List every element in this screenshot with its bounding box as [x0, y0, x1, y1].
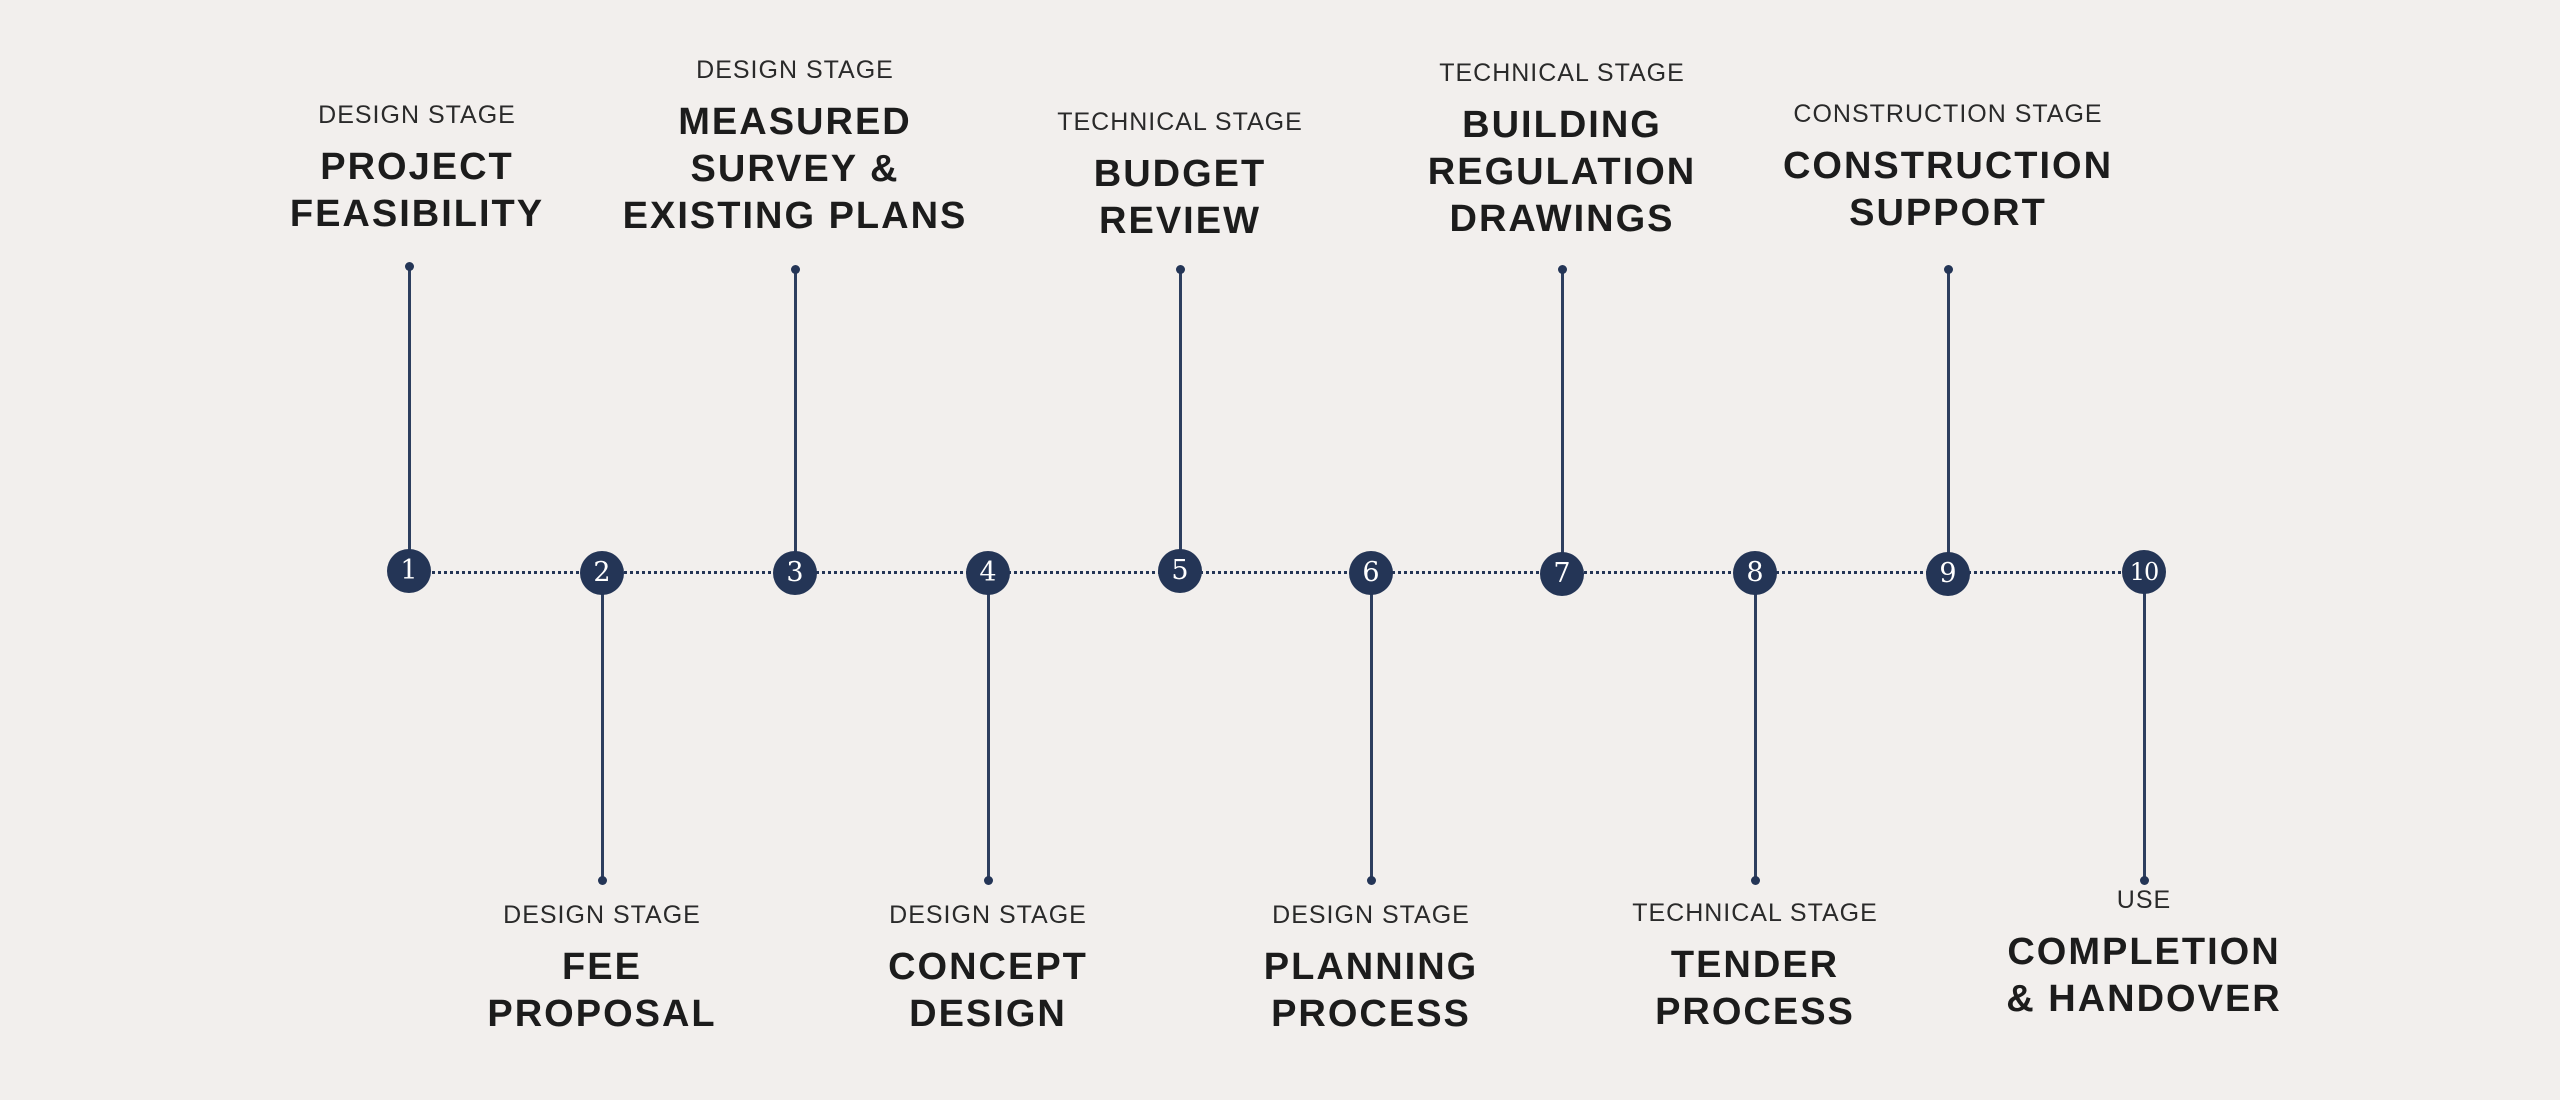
- stage-9-connector-dot: [1943, 264, 1953, 274]
- stage-5-category: TECHNICAL STAGE: [1057, 108, 1303, 136]
- stage-6-title: PLANNING PROCESS: [1263, 946, 1479, 1035]
- stage-4-label: DESIGN STAGE CONCEPT DESIGN: [788, 900, 1188, 1038]
- stage-8-label: TECHNICAL STAGE TENDER PROCESS: [1555, 898, 1955, 1036]
- stage-8-title: TENDER PROCESS: [1655, 944, 1855, 1033]
- stage-5-connector: [1178, 269, 1182, 571]
- stage-10-label: USE COMPLETION & HANDOVER: [1944, 885, 2344, 1023]
- stage-2-connector: [600, 573, 604, 880]
- stage-3-title: MEASURED SURVEY & EXISTING PLANS: [622, 101, 968, 237]
- stage-5-title: BUDGET REVIEW: [1093, 153, 1267, 242]
- timeline-dotted-line: [409, 571, 2145, 574]
- stage-6-category: DESIGN STAGE: [1272, 901, 1470, 929]
- stage-1-number-badge: 1: [387, 549, 431, 593]
- stage-7-connector: [1560, 269, 1564, 574]
- stage-7-connector-dot: [1557, 264, 1567, 274]
- stage-2-label: DESIGN STAGE FEE PROPOSAL: [402, 900, 802, 1038]
- stage-6-connector-dot: [1366, 875, 1376, 885]
- stage-2-number-badge: 2: [580, 551, 624, 595]
- stage-8-connector: [1753, 573, 1757, 880]
- stage-7-title: BUILDING REGULATION DRAWINGS: [1427, 104, 1697, 240]
- stage-2-connector-dot: [597, 875, 607, 885]
- stage-7-number-badge: 7: [1540, 552, 1584, 596]
- stage-8-number-badge: 8: [1733, 551, 1777, 595]
- stage-10-category: USE: [2116, 886, 2172, 914]
- stage-6-connector: [1369, 573, 1373, 880]
- stage-10-number-badge: 10: [2122, 550, 2166, 594]
- stage-7-category: TECHNICAL STAGE: [1439, 59, 1685, 87]
- stage-2-category: DESIGN STAGE: [503, 901, 701, 929]
- stage-9-category: CONSTRUCTION STAGE: [1793, 100, 2103, 128]
- stage-8-category: TECHNICAL STAGE: [1632, 899, 1878, 927]
- stage-8-connector-dot: [1750, 875, 1760, 885]
- stage-5-number-badge: 5: [1158, 549, 1202, 593]
- stage-4-category: DESIGN STAGE: [889, 901, 1087, 929]
- stage-3-category: DESIGN STAGE: [696, 56, 894, 84]
- stage-3-connector-dot: [790, 264, 800, 274]
- stage-4-connector: [986, 573, 990, 880]
- stage-1-connector-dot: [404, 261, 414, 271]
- stage-3-number-badge: 3: [773, 551, 817, 595]
- stage-5-label: TECHNICAL STAGE BUDGET REVIEW: [980, 107, 1380, 245]
- stage-5-connector-dot: [1175, 264, 1185, 274]
- stage-9-title: CONSTRUCTION SUPPORT: [1782, 145, 2114, 234]
- stage-10-connector: [2142, 572, 2146, 880]
- stage-1-title: PROJECT FEASIBILITY: [289, 146, 545, 235]
- stage-3-label: DESIGN STAGE MEASURED SURVEY & EXISTING P…: [595, 55, 995, 240]
- stage-9-label: CONSTRUCTION STAGE CONSTRUCTION SUPPORT: [1748, 99, 2148, 237]
- stage-1-label: DESIGN STAGE PROJECT FEASIBILITY: [217, 100, 617, 238]
- stage-1-connector: [407, 266, 411, 571]
- stage-4-connector-dot: [983, 875, 993, 885]
- stage-9-number-badge: 9: [1926, 552, 1970, 596]
- stage-2-title: FEE PROPOSAL: [487, 946, 717, 1035]
- stage-6-label: DESIGN STAGE PLANNING PROCESS: [1171, 900, 1571, 1038]
- stage-9-connector: [1946, 269, 1950, 574]
- stage-10-title: COMPLETION & HANDOVER: [2006, 931, 2282, 1020]
- stage-10-connector-dot: [2139, 875, 2149, 885]
- stage-6-number-badge: 6: [1349, 551, 1393, 595]
- stage-4-number-badge: 4: [966, 551, 1010, 595]
- stage-7-label: TECHNICAL STAGE BUILDING REGULATION DRAWI…: [1362, 58, 1762, 243]
- stage-1-category: DESIGN STAGE: [318, 101, 516, 129]
- stage-3-connector: [793, 269, 797, 573]
- stage-4-title: CONCEPT DESIGN: [888, 946, 1088, 1035]
